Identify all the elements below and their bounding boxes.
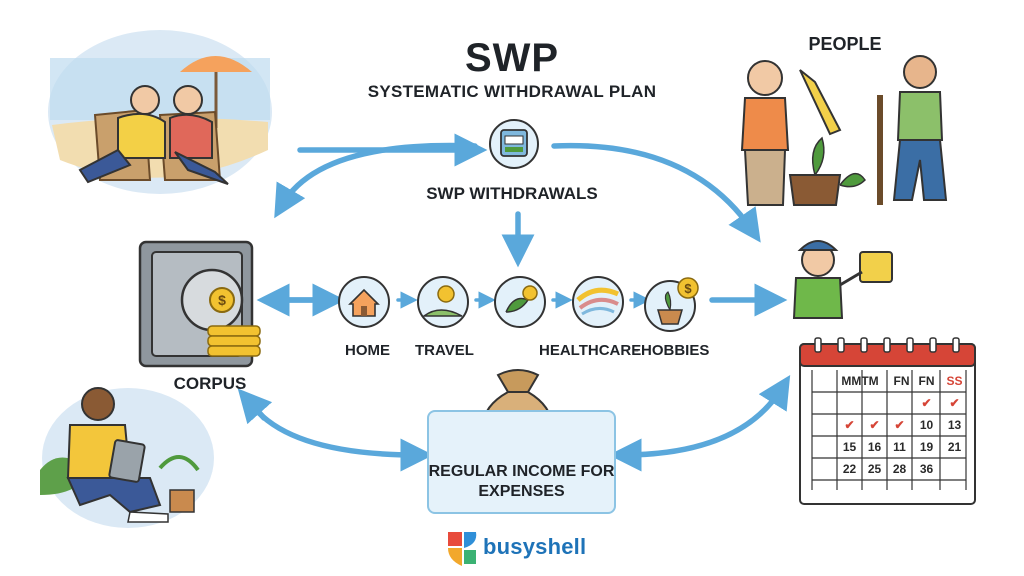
step-circle-hobbies: $ [644, 277, 699, 332]
people-label: PEOPLE [808, 34, 882, 54]
step-label-separator: - [634, 342, 639, 359]
swp-withdrawals-label: SWP WITHDRAWALS [426, 184, 598, 203]
step-label-healthcare: HEALTHCARE [539, 342, 642, 359]
calendar-day: 11 [893, 440, 906, 454]
regular-income-label: REGULAR INCOME FOR EXPENSES [428, 463, 615, 500]
page-subtitle: SYSTEMATIC WITHDRAWAL PLAN [367, 82, 657, 101]
calendar-header-cell: MMTM [841, 374, 879, 388]
svg-text:$: $ [684, 281, 692, 296]
calendar-day: 15 [842, 440, 857, 454]
retired-couple-illustration [48, 30, 272, 194]
calendar-check-mark: ✔ [894, 418, 905, 432]
safe-icon: $ [138, 240, 261, 368]
worker-illustration [792, 240, 893, 319]
arrow-to-people [551, 142, 761, 243]
calendar-day: 19 [919, 440, 934, 454]
calendar-day: 36 [919, 462, 934, 476]
calendar-check-mark: ✔ [869, 418, 880, 432]
calendar-header-cell: FN [893, 374, 910, 388]
step-circle-travel [417, 276, 469, 328]
calendar-day: 28 [892, 462, 907, 476]
calendar-icon [799, 337, 976, 505]
step-circle-healthcare [494, 276, 546, 328]
calendar-day: 25 [867, 462, 882, 476]
calendar-check-mark: ✔ [949, 396, 960, 410]
corpus-label: CORPUS [173, 374, 247, 393]
person-with-tablet-illustration [40, 387, 214, 528]
calendar-header-cell: SS [946, 374, 963, 388]
svg-text:$: $ [218, 292, 226, 308]
step-label-home: HOME [345, 342, 390, 359]
calendar-check-mark: ✔ [921, 396, 932, 410]
calendar-day: 22 [842, 462, 857, 476]
calendar-day: 21 [947, 440, 962, 454]
calendar-day: 13 [947, 418, 962, 432]
arrow-to-retirees [274, 142, 478, 219]
calendar-day: 16 [867, 440, 882, 454]
arrow-income-to-calendar [619, 374, 791, 458]
calendar-check-mark: ✔ [844, 418, 855, 432]
arrow-corpus-to-income [255, 409, 434, 472]
step-label-hobbies: HOBBIES [641, 342, 710, 359]
flow-arrows [237, 133, 791, 472]
regular-income-box [427, 410, 616, 514]
people-gardening-illustration [740, 55, 948, 206]
calendar-header-cell: FN [918, 374, 935, 388]
step-circle-home [338, 276, 390, 328]
busyshell-logo-icon [448, 532, 477, 566]
brand-name: busyshell [483, 534, 587, 559]
atm-withdrawal-icon [489, 119, 539, 169]
step-label-travel: TRAVEL [415, 342, 474, 359]
calendar-day: 10 [919, 418, 934, 432]
page-title: SWP [464, 36, 560, 80]
step-circle-ribbon [572, 276, 624, 328]
